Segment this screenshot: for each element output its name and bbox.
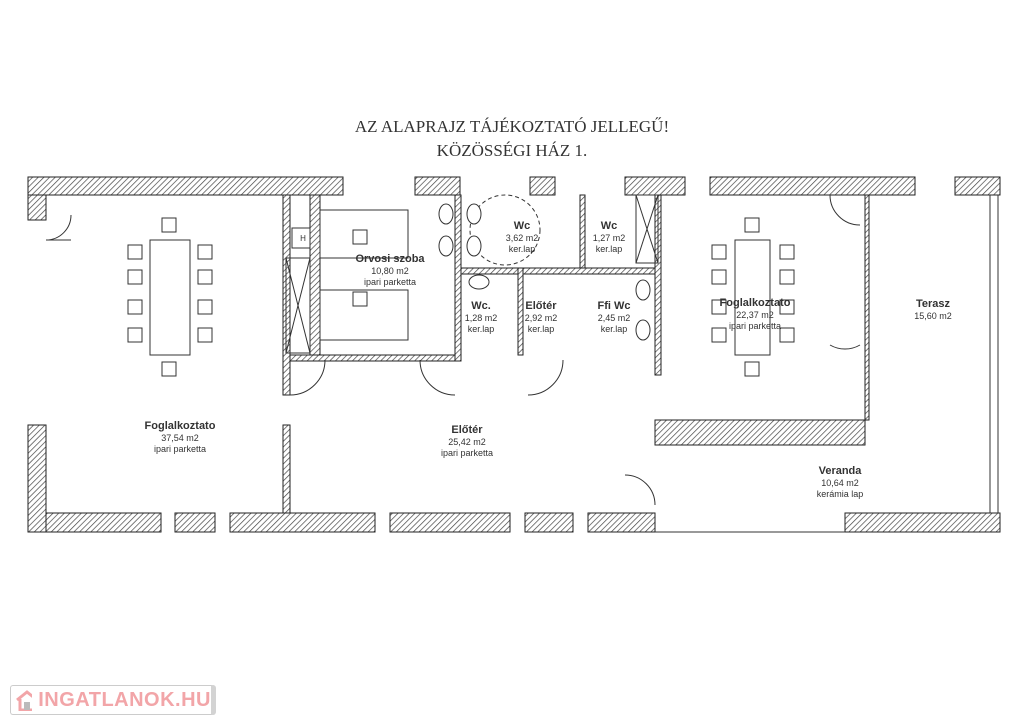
chairs: [127, 203, 795, 377]
wall: [27, 176, 344, 196]
plan-title: KÖZÖSSÉGI HÁZ 1.: [436, 141, 588, 160]
plan-disclaimer: AZ ALAPRAJZ TÁJÉKOZTATÓ JELLEGŰ!: [354, 117, 670, 136]
fixture-label: H: [300, 234, 306, 243]
watermark-text: INGATLANOK.HU: [38, 688, 211, 711]
watermark-logo: INGATLANOK.HU: [10, 685, 216, 715]
house-icon: [16, 690, 33, 711]
